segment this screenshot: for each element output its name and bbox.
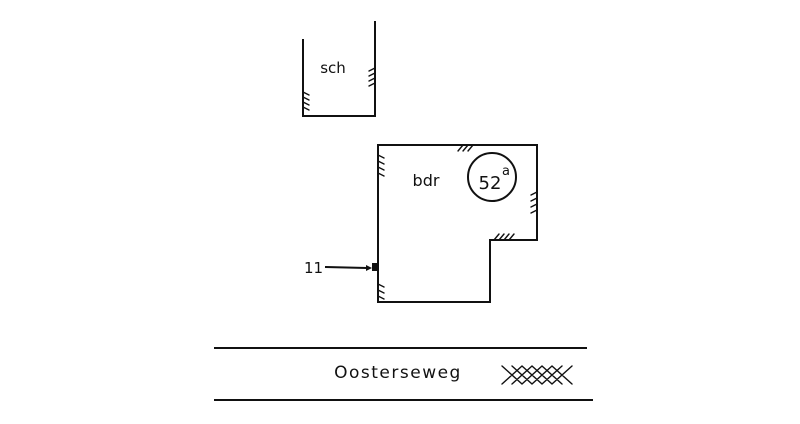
street-name: Oosterseweg [334, 363, 462, 383]
paving-hatch-icon [501, 365, 573, 385]
main-hatch-right [530, 191, 538, 214]
pointer-marker [372, 263, 377, 271]
house-number-value: 52 [479, 173, 502, 194]
pointer-arrow-head [366, 265, 372, 271]
house-number: 52 a [467, 152, 517, 202]
main-building-outline [377, 144, 538, 303]
street: Oosterseweg [214, 347, 593, 401]
pointer-11: 11 [304, 259, 377, 277]
shed-hatch-left [302, 91, 310, 111]
pointer-label: 11 [304, 259, 323, 277]
main-building-label: bdr [413, 171, 440, 190]
main-building: bdr 52 a [377, 144, 538, 303]
main-hatch-left-bottom [377, 283, 385, 300]
house-number-suffix: a [502, 164, 510, 179]
main-hatch-left-top [377, 154, 385, 177]
shed-label: sch [320, 59, 346, 77]
shed-outline [302, 21, 376, 117]
house-number-circle [467, 152, 517, 202]
shed-hatch-right [368, 67, 376, 87]
shed-building: sch [302, 21, 376, 117]
pointer-arrow-line [324, 265, 368, 270]
main-hatch-top [457, 144, 474, 152]
main-hatch-corner [493, 233, 515, 241]
